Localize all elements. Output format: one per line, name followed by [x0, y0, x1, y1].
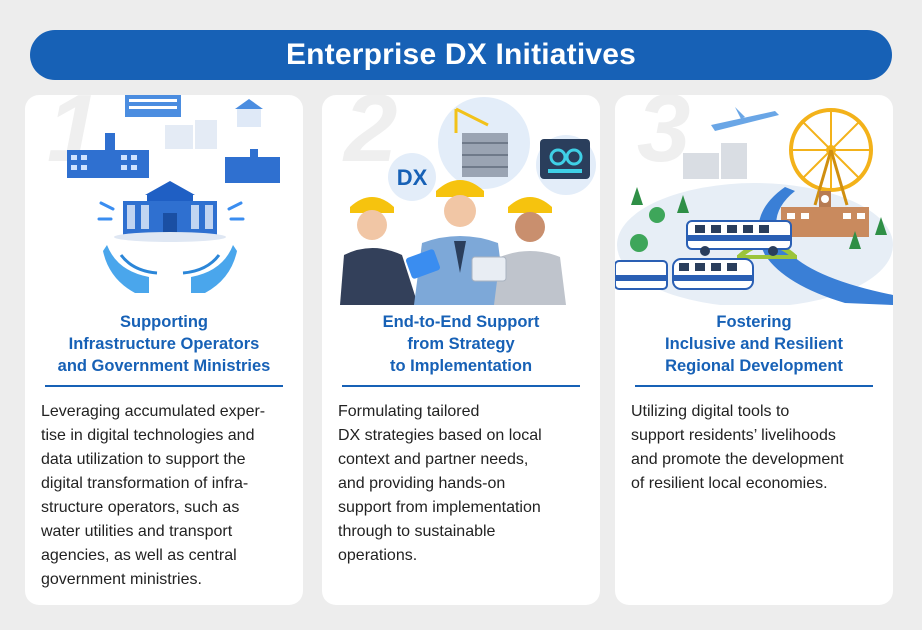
- card-regional-development: 3: [615, 95, 893, 605]
- card-heading: Fostering Inclusive and Resilient Region…: [665, 313, 843, 375]
- page-title: Enterprise DX Initiatives: [285, 38, 637, 71]
- divider: [635, 385, 873, 387]
- card-infrastructure: 1: [25, 95, 303, 605]
- government-buildings-in-hands-icon: [25, 95, 303, 305]
- card-heading: Supporting Infrastructure Operators and …: [57, 313, 271, 375]
- card-body: Leveraging accumulated exper- tise in di…: [41, 403, 266, 588]
- card-end-to-end-support: 2 DX: [322, 95, 600, 605]
- card-body: Formulating tailored DX strategies based…: [338, 403, 542, 564]
- card-number: 2: [344, 95, 398, 182]
- card-heading: End-to-End Support from Strategy to Impl…: [382, 313, 540, 375]
- regional-town-icon: [615, 95, 893, 305]
- divider: [45, 385, 283, 387]
- card-number: 3: [637, 95, 691, 182]
- card-body: Utilizing digital tools to support resid…: [631, 403, 844, 492]
- dx-bubble-label: DX: [397, 165, 428, 190]
- title-banner: Enterprise DX Initiatives: [30, 30, 892, 80]
- workers-in-hard-hats-icon: DX: [322, 95, 600, 305]
- divider: [342, 385, 580, 387]
